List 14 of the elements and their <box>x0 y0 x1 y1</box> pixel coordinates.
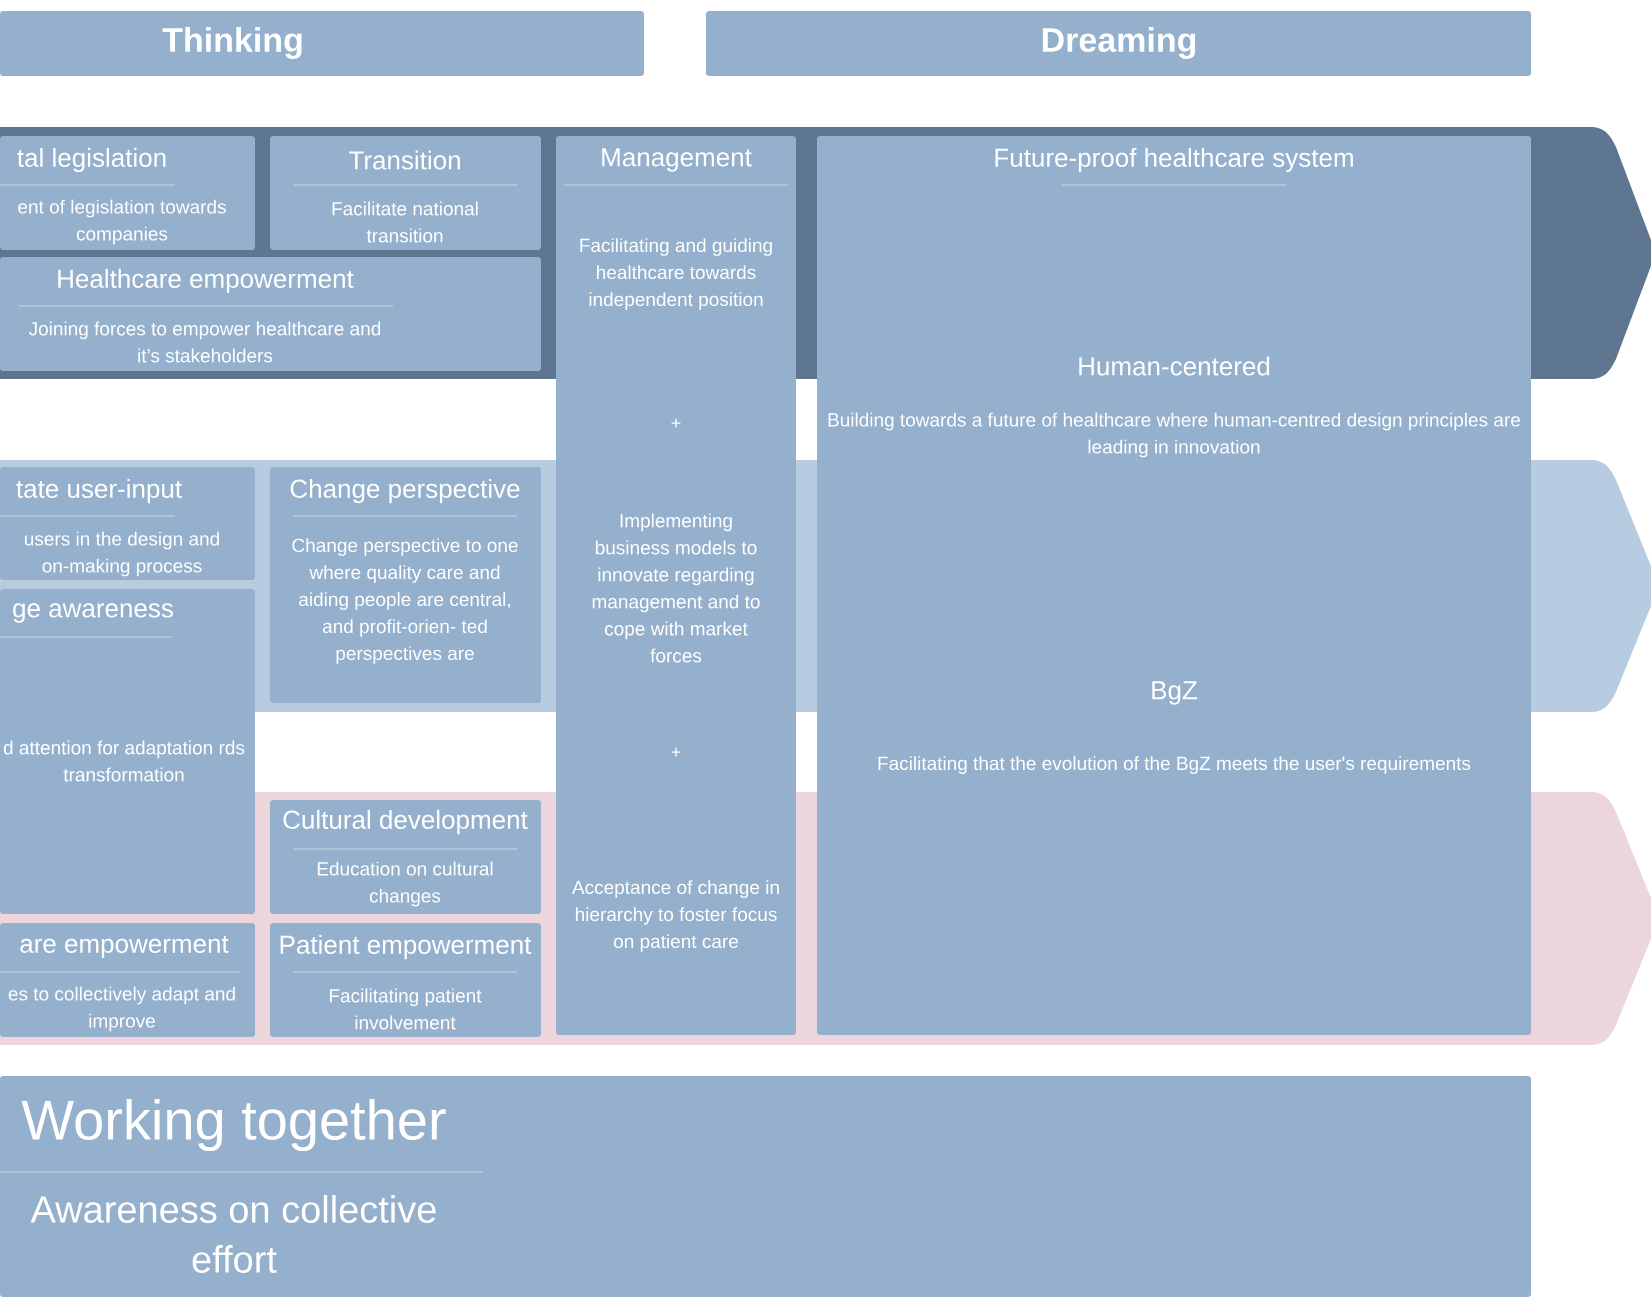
text-card: Cultural development Education on cultural changes <box>270 800 541 914</box>
text-card: tal legislation ent of legislation towards companies <box>0 136 255 250</box>
column-header: Thinking <box>0 11 644 76</box>
text-card: Management Facilitating and guiding healthcare towards independent position + Implementing business models to innovate regarding management and to cope with market forces + Acceptance of change in hierarchy to foster focus on patient care <box>556 136 796 1035</box>
text-card: Patient empowerment Facilitating patient involvement <box>270 923 541 1037</box>
text-card: Future-proof healthcare system Human-centered Building towards a future of healthcare where human-centred design principles are leading in innovation BgZ Facilitating that the evolution of the BgZ meets the user's requirements <box>817 136 1532 1035</box>
text-card: are empowerment es to collectively adapt and improve <box>0 923 255 1037</box>
text-card: Transition Facilitate national transition <box>270 136 541 250</box>
column-header: Dreaming <box>706 11 1532 76</box>
text-card: tate user-input users in the design and on-making process <box>0 467 255 580</box>
text-card: Healthcare empowerment Joining forces to empower healthcare and it’s stakeholders <box>0 257 541 371</box>
text-card: Change perspective Change perspective to one where quality care and aiding people are central, and profit-orien- ted perspectives are <box>270 467 541 703</box>
text-card: ge awareness d attention for adaptation rds transformation <box>0 589 255 914</box>
summary-box: Working together Awareness on collective effort <box>0 1076 1532 1297</box>
